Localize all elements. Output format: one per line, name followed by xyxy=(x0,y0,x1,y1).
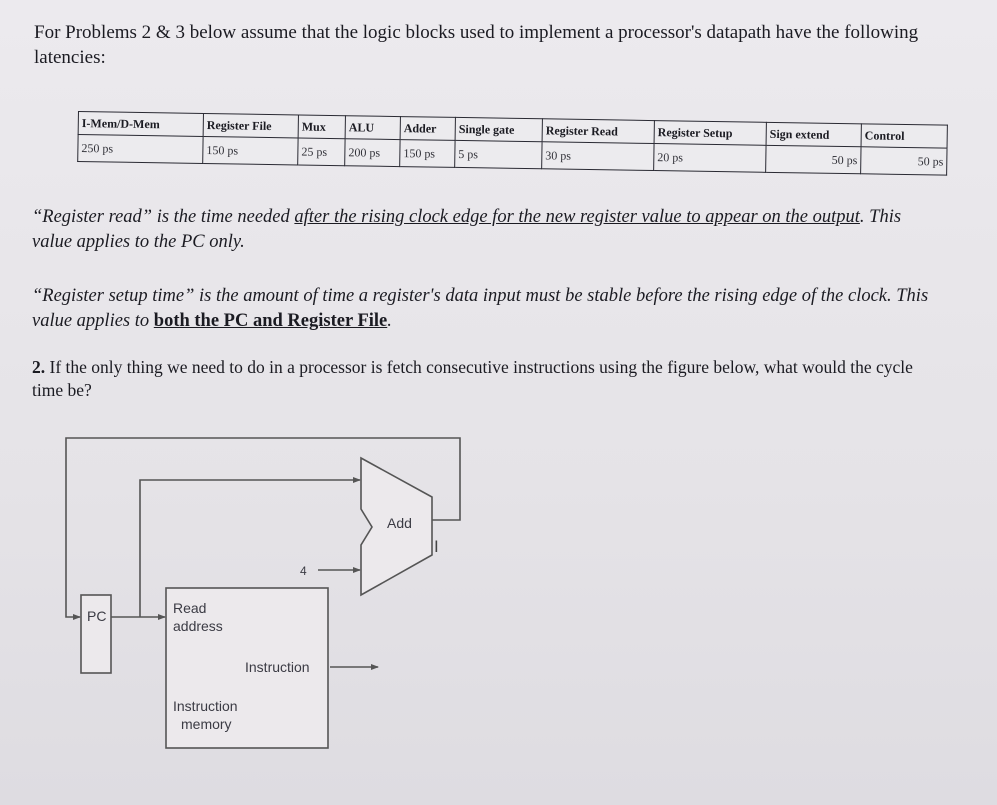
register-read-lead: “Register read” is the time needed xyxy=(32,207,295,227)
adder-unit xyxy=(360,456,433,597)
question-text: If the only thing we need to do in a pro… xyxy=(32,357,913,400)
memory-label-line1: Instruction xyxy=(173,698,238,714)
adder-to-pc-wire xyxy=(65,437,461,620)
instruction-memory-block xyxy=(165,587,329,749)
question-number: 2. xyxy=(32,357,46,377)
register-read-underlined: after the rising clock edge for the new … xyxy=(294,207,860,227)
pc-to-adder-wire xyxy=(139,477,361,617)
read-address-label-line1: Read xyxy=(173,600,206,616)
pc-register xyxy=(80,594,112,674)
text-cursor-icon: I xyxy=(434,537,439,556)
intro-paragraph: For Problems 2 & 3 below assume that the… xyxy=(34,22,919,68)
instruction-output-label: Instruction xyxy=(245,659,310,675)
register-read-definition: “Register read” is the time needed after… xyxy=(32,205,932,255)
register-setup-definition: “Register setup time” is the amount of t… xyxy=(32,284,932,334)
register-read-tail: . This value applies to the PC only. xyxy=(32,207,902,252)
memory-label-line2: memory xyxy=(181,716,232,732)
adder-label: Add xyxy=(387,515,412,531)
register-setup-bold: both the PC and Register File xyxy=(153,311,388,331)
constant-four-label: 4 xyxy=(300,564,307,578)
pc-label: PC xyxy=(87,608,106,624)
question-2: 2. If the only thing we need to do in a … xyxy=(32,356,932,402)
register-setup-tail: . xyxy=(387,311,392,331)
register-setup-lead: “Register setup time” is the amount of t… xyxy=(32,286,929,331)
read-address-label-line2: address xyxy=(173,618,223,634)
